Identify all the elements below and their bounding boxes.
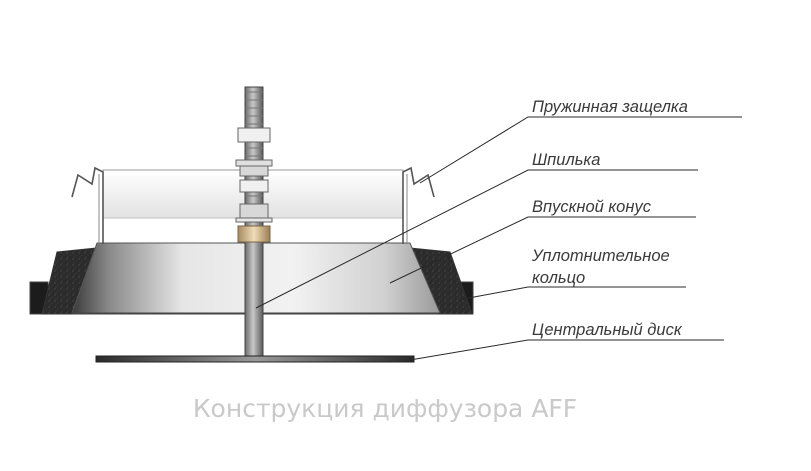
label-central-disc: Центральный диск (532, 321, 683, 339)
leader-cone (389, 216, 696, 284)
label-stud: Шпилька (532, 151, 600, 169)
label-spring-latch: Пружинная защелка (532, 98, 688, 116)
leader-lines (255, 116, 742, 361)
sealing-ring (41, 247, 473, 315)
leader-disc (409, 339, 724, 361)
label-inlet-cone: Впускной конус (532, 198, 652, 216)
diagram-caption: Конструкция диффузора AFF (193, 394, 577, 423)
label-sealing-ring-line1: Уплотнительное (531, 247, 670, 265)
leader-seal (457, 286, 686, 301)
stud-nuts (235, 127, 273, 243)
label-sealing-ring-line2: кольцо (532, 269, 585, 287)
leader-latch (419, 116, 742, 184)
central-disc (95, 355, 415, 363)
leader-stud (255, 169, 698, 309)
